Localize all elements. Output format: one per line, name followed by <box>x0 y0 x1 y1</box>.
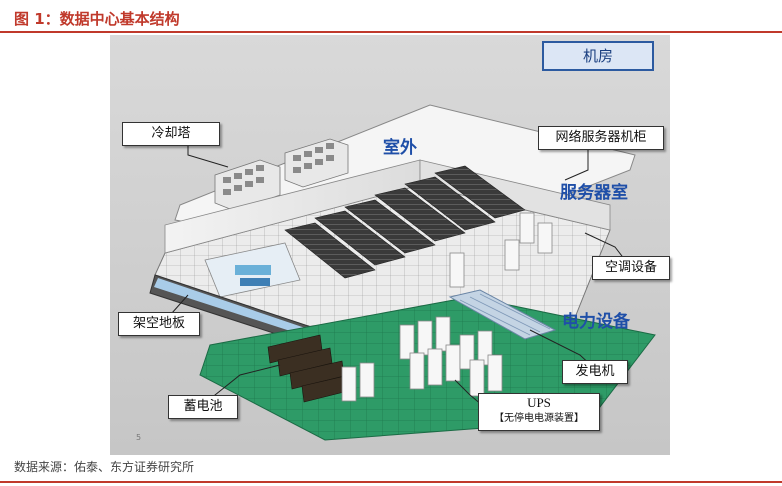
ups-title: UPS <box>527 395 551 410</box>
label-server-room: 服务器室 <box>560 183 628 203</box>
ups-note: 【无停电电源装置】 <box>494 413 584 424</box>
batteries <box>267 334 357 403</box>
label-power: 电力设备 <box>562 312 630 332</box>
label-raised-floor: 架空地板 <box>118 312 200 336</box>
cooling-towers <box>214 138 349 212</box>
label-battery: 蓄电池 <box>168 395 238 419</box>
figure-source: 数据来源：佑泰、东方证券研究所 <box>14 460 195 474</box>
figure-title: 图 1：数据中心基本结构 <box>14 10 180 28</box>
server-racks <box>284 165 526 279</box>
page-number: 5 <box>136 433 142 442</box>
datacenter-diagram: 机房 冷却塔 室外 网络服务器机柜 服务器室 空调设备 架空地板 电力设备 发电… <box>110 35 670 455</box>
label-outdoor: 室外 <box>383 138 417 158</box>
raised-floor-airflow <box>154 278 320 339</box>
label-generator: 发电机 <box>562 360 628 384</box>
label-cooling-tower: 冷却塔 <box>122 122 220 146</box>
top-divider <box>0 31 782 33</box>
bottom-divider <box>0 481 782 483</box>
label-ac: 空调设备 <box>592 256 670 280</box>
operator-room <box>204 242 301 298</box>
ac-units <box>449 212 553 288</box>
generator <box>448 289 557 340</box>
label-ups: UPS 【无停电电源装置】 <box>478 393 600 431</box>
label-rack: 网络服务器机柜 <box>538 126 664 150</box>
ups-cabinets <box>341 316 503 402</box>
diagram-title: 机房 <box>542 41 654 71</box>
diagram-illustration <box>110 35 670 455</box>
